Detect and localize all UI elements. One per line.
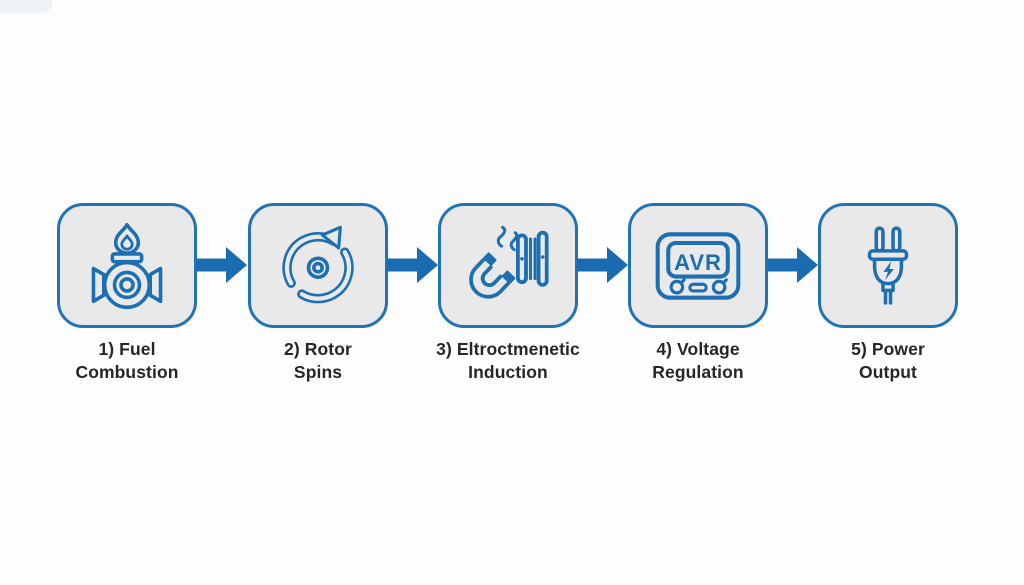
step-label-3: 3) Eltroctmenetic Induction [393,338,623,384]
coil-bar [536,230,549,287]
step-label-line: 1) Fuel [98,339,156,359]
rotor-hub-inner [312,261,324,274]
inner-flame-shape [120,233,134,251]
horseshoe-magnet [469,252,516,299]
step-label-line: Output [859,362,917,382]
step-box-5 [818,203,958,328]
right-flange [148,266,163,303]
power-knob-tick [721,277,728,284]
rotor-hub-outer [306,255,330,279]
engine-ring [112,270,142,299]
lightning-bolt-shape [883,260,894,280]
step-label-5: 5) Power Output [773,338,1003,384]
magnet-outer [469,257,510,299]
step-label-line: 4) Voltage [656,339,740,359]
step-label-line: Regulation [652,362,744,382]
step-box-2 [248,203,388,328]
step-box-1 [57,203,197,328]
magnet-inner [480,264,503,287]
engine-core [119,276,135,293]
field-squiggle [496,225,507,248]
power-knob-icon [669,279,685,294]
step-label-line: 3) Eltroctmenetic [436,339,580,359]
rotation-arrowhead [320,225,342,249]
arrow-shape [196,247,247,283]
engine-body [102,260,152,309]
magnet-pole-cap [483,252,497,266]
step-box-4: AVR [628,203,768,328]
flow-arrow-4 [767,247,818,283]
power-plug-icon [867,225,909,305]
avr-screen [666,240,730,279]
plug-prong [891,225,902,253]
step-label-line: Combustion [75,362,179,382]
avr-regulator-icon: AVR [655,231,741,300]
engine-combustion-icon [91,222,163,309]
plug-top-bar [867,248,909,261]
selector-pill [688,282,708,293]
corner-smudge [0,0,52,13]
engine-cap [110,251,144,264]
plug-body [872,257,904,285]
plug-neck [881,281,895,292]
rotation-arc-core [284,234,352,301]
power-knob-tick [679,277,686,284]
magnet-pole-cap [501,270,516,284]
coil-dot [540,254,545,259]
rotor-spin-icon [282,225,354,303]
arrow-shape [577,247,628,283]
flow-arrow-1 [196,247,247,283]
arrow-shape [387,247,438,283]
coil-bar [516,233,528,284]
left-flange [91,266,106,303]
arrow-shape [767,247,818,283]
avr-device-body [655,231,741,300]
step-label-line: 2) Rotor [284,339,352,359]
step-label-1: 1) Fuel Combustion [12,338,242,384]
field-squiggle [509,230,519,251]
step-label-line: Spins [293,362,343,382]
plug-prong [874,225,885,253]
step-box-3 [438,203,578,328]
step-label-line: Induction [468,362,548,382]
coil-dot [520,256,524,261]
electromagnet-induction-icon [469,225,549,299]
flow-arrow-3 [577,247,628,283]
step-label-2: 2) Rotor Spins [203,338,433,384]
avr-screen-text: AVR [674,249,722,274]
power-knob-icon [711,279,727,294]
step-label-4: 4) Voltage Regulation [583,338,813,384]
flow-arrow-2 [387,247,438,283]
step-label-line: 5) Power [851,339,925,359]
